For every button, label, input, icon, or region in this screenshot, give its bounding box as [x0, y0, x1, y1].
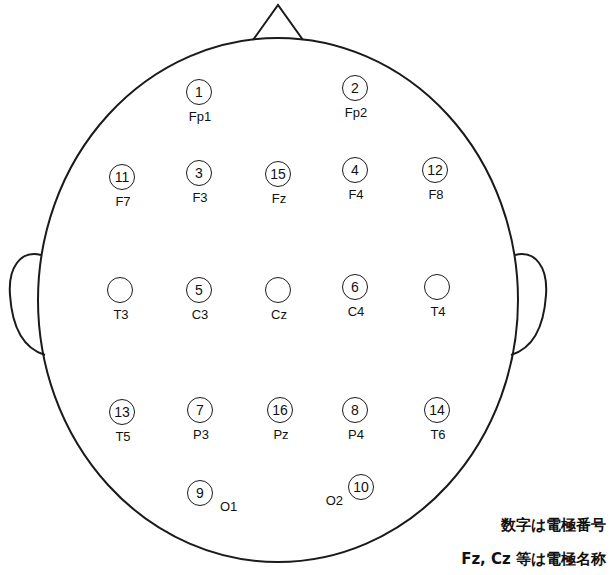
electrode-name: C4 [347, 305, 366, 318]
electrode-circle: T4 [424, 274, 450, 300]
electrode-number: 16 [272, 403, 288, 417]
electrode-name: F7 [114, 195, 131, 208]
electrode-circle: 10O2 [348, 474, 374, 500]
electrode-circle: 2Fp2 [342, 75, 368, 101]
electrode-name: T5 [114, 430, 131, 443]
electrode-name: P3 [192, 428, 210, 441]
electrode-name: F8 [427, 188, 444, 201]
electrode-name: Fz [271, 192, 287, 205]
electrode-number: 10 [353, 480, 369, 494]
nose [253, 5, 303, 40]
electrode-circle: 4F4 [342, 157, 368, 183]
electrode-name: T4 [429, 305, 446, 318]
electrode-circle: 9O1 [187, 480, 213, 506]
electrode-number: 7 [196, 403, 204, 417]
electrode-circle: 5C3 [186, 277, 212, 303]
electrode-circle: 3F3 [186, 160, 212, 186]
electrode-name: Fp2 [344, 106, 368, 119]
electrode-number: 4 [351, 163, 359, 177]
electrode-circle: 11F7 [109, 164, 135, 190]
electrode-circle: 13T5 [109, 399, 135, 425]
electrode-name: O1 [219, 500, 238, 513]
electrode-name: O2 [325, 494, 344, 507]
electrode-number: 15 [270, 167, 286, 181]
electrode-number: 6 [351, 280, 359, 294]
right-ear [511, 254, 546, 355]
electrode-number: 9 [196, 486, 204, 500]
electrode-name: F4 [347, 188, 364, 201]
electrode-circle: 15Fz [265, 161, 291, 187]
electrode-number: 13 [114, 405, 130, 419]
electrode-number: 11 [115, 170, 130, 184]
electrode-circle: 1Fp1 [186, 79, 212, 105]
electrode-circle: 7P3 [187, 397, 213, 423]
electrode-name: Cz [270, 308, 288, 321]
electrode-number: 12 [427, 163, 443, 177]
electrode-circle: T3 [107, 277, 133, 303]
electrode-number: 3 [195, 166, 203, 180]
electrode-number: 14 [429, 403, 445, 417]
electrode-name: T6 [429, 428, 446, 441]
electrode-circle: 16Pz [267, 397, 293, 423]
electrode-circle: Cz [265, 277, 291, 303]
electrode-number: 8 [351, 403, 359, 417]
electrode-number: 1 [195, 85, 203, 99]
electrode-circle: 14T6 [424, 397, 450, 423]
electrode-name: P4 [347, 428, 365, 441]
electrode-circle: 8P4 [342, 397, 368, 423]
electrode-name: Pz [272, 428, 289, 441]
head-circle [38, 38, 518, 562]
electrode-name: T3 [112, 308, 129, 321]
left-ear [10, 254, 45, 355]
electrode-name: Fp1 [188, 110, 212, 123]
electrode-circle: 6C4 [342, 274, 368, 300]
electrode-circle: 12F8 [422, 157, 448, 183]
electrode-name: F3 [191, 191, 208, 204]
electrode-number: 5 [195, 283, 203, 297]
note-text: Fz, Cz 等は電極名称 [461, 550, 606, 568]
electrode-name: C3 [191, 308, 210, 321]
electrode-number: 2 [351, 81, 359, 95]
note-text: 数字は電極番号 [501, 516, 606, 534]
